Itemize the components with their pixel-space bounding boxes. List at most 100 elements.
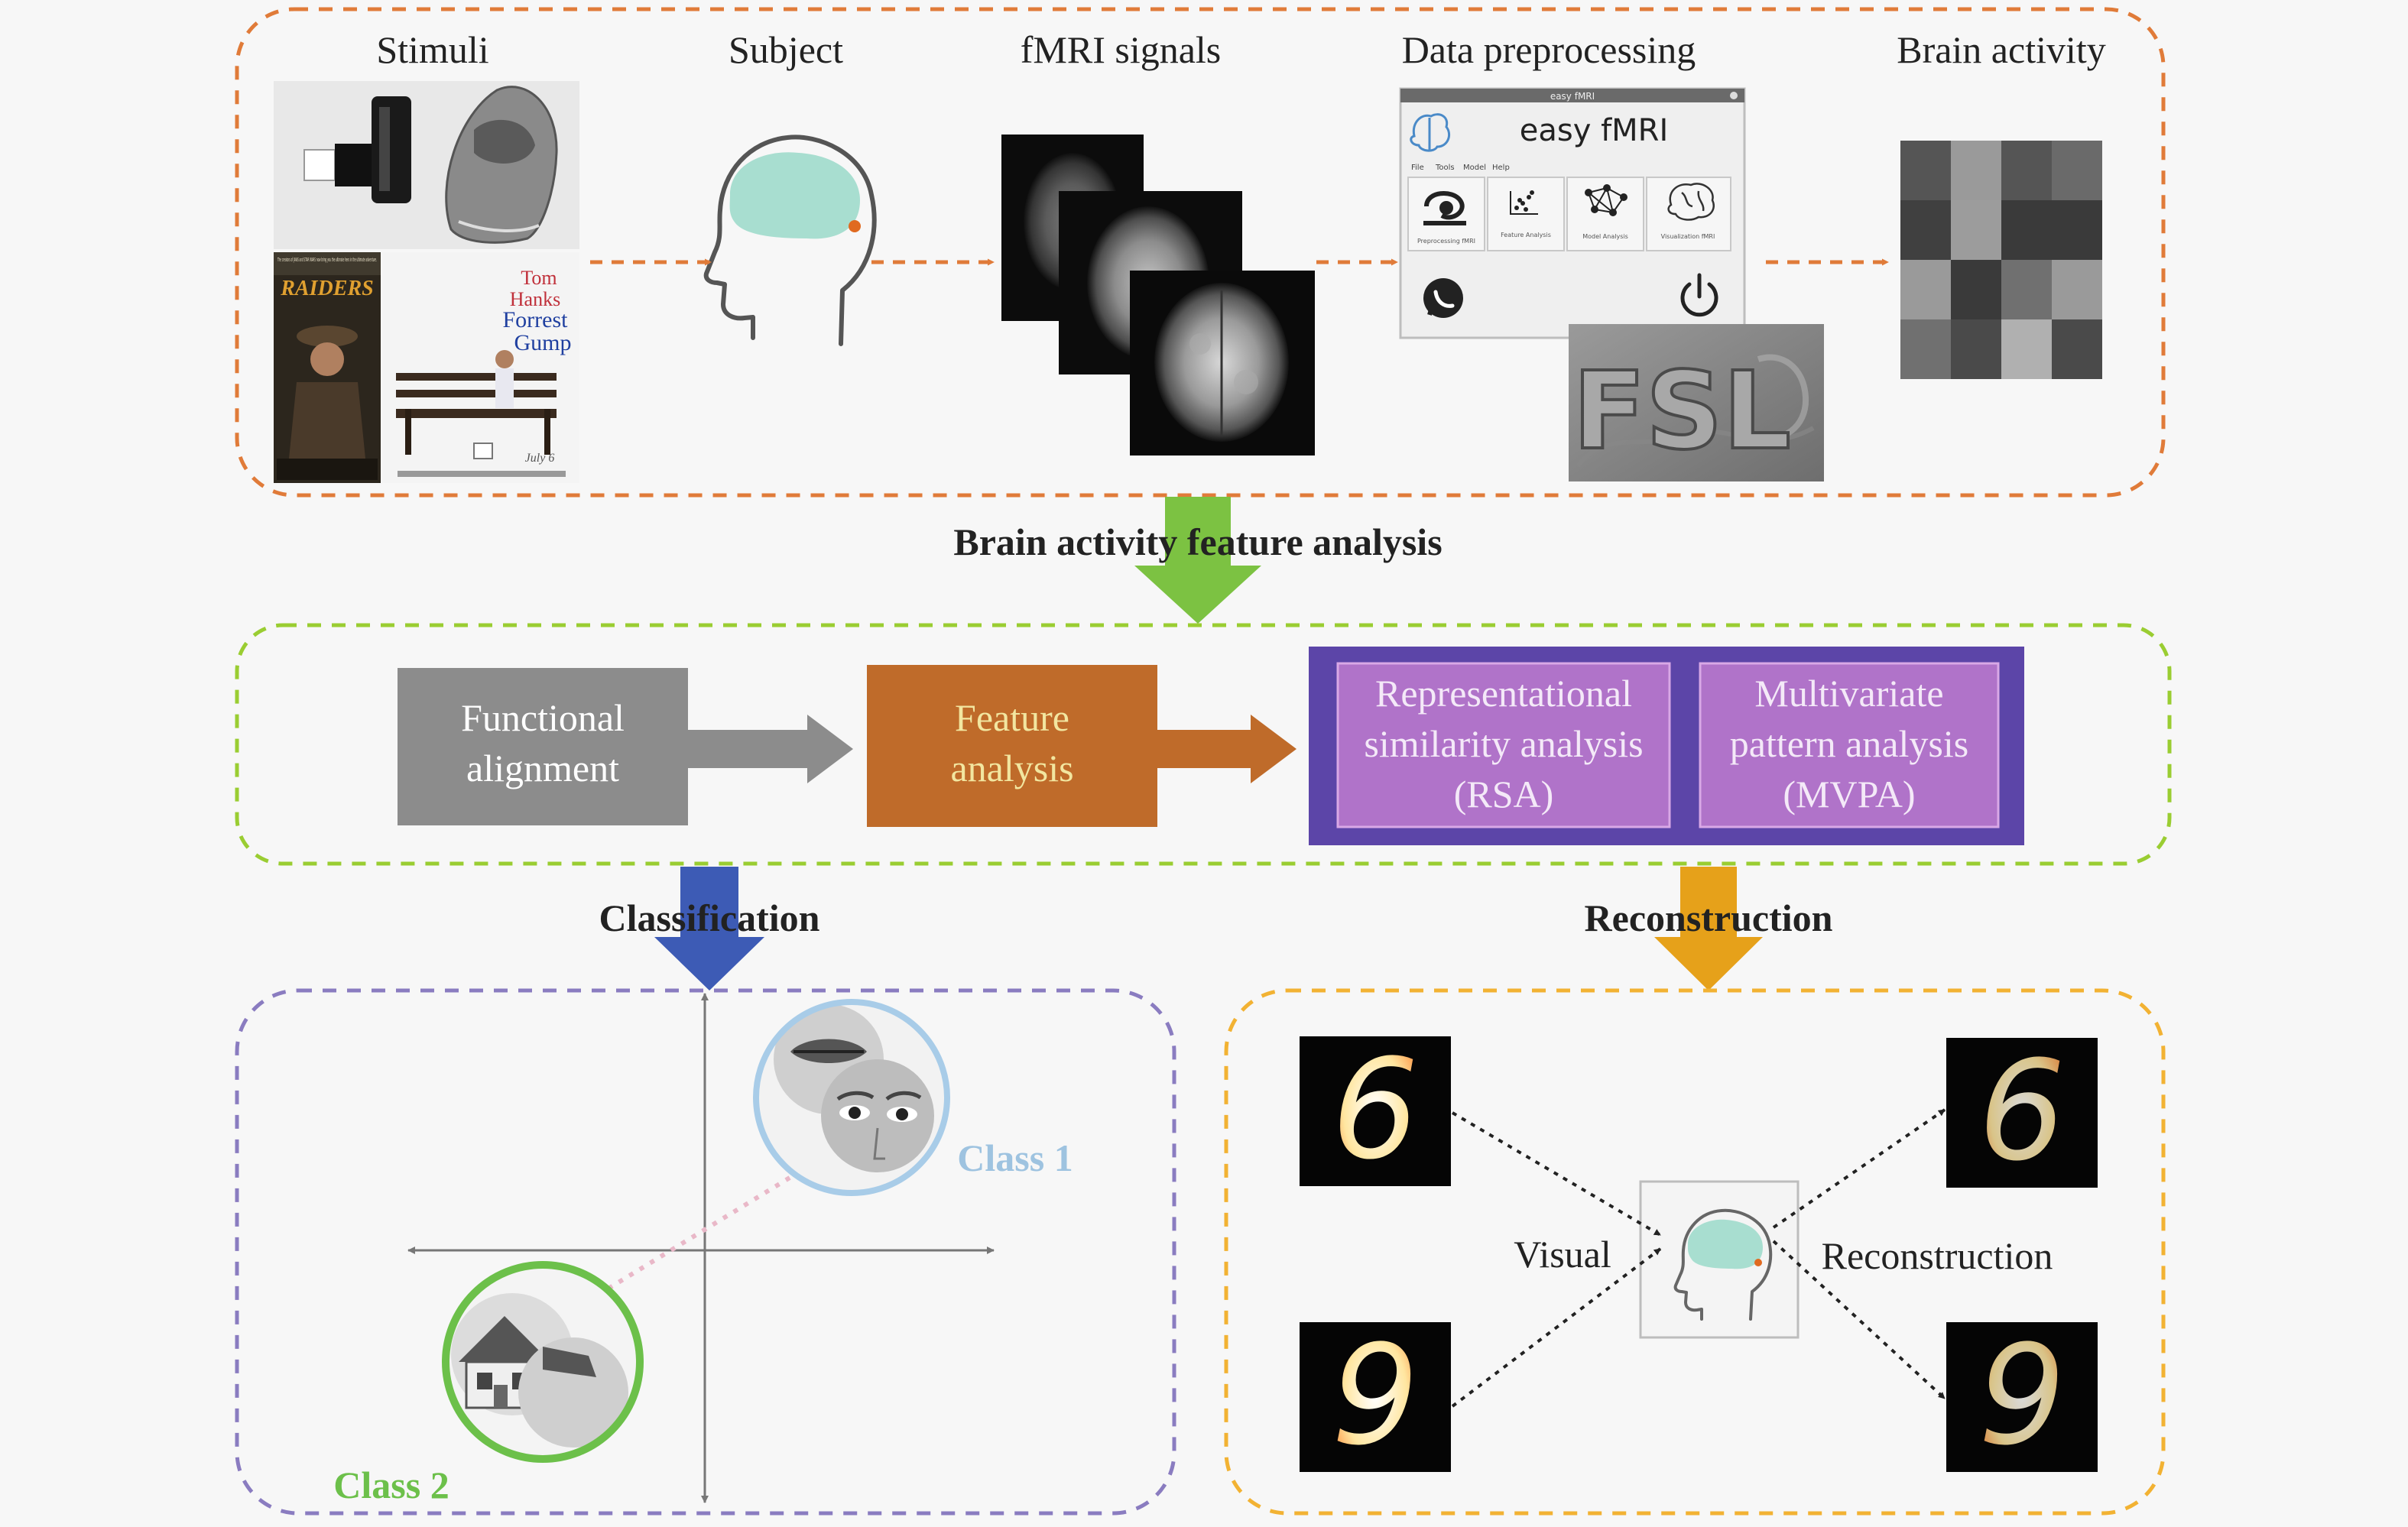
class1-label: Class 1 <box>957 1136 1073 1179</box>
tool-model-analysis-button[interactable]: Model Analysis <box>1566 177 1644 251</box>
subject-head-icon <box>703 135 877 346</box>
mvpa-line1: Multivariate <box>1754 672 1943 715</box>
data-preprocessing-label: Data preprocessing <box>1402 28 1696 71</box>
reconstruction-label: Reconstruction <box>1822 1234 2053 1277</box>
input-digit-6: 6 <box>1300 1030 1451 1190</box>
camera-object <box>303 96 411 203</box>
tool-visualization-label: Visualization fMRI <box>1661 233 1715 240</box>
tool-feature-analysis-button[interactable]: Feature Analysis <box>1487 177 1565 251</box>
functional-alignment-line1: Functional <box>461 696 625 739</box>
brain-tool-icon <box>1667 183 1715 221</box>
window-title: easy fMRI <box>1550 91 1595 102</box>
menu-help[interactable]: Help <box>1492 164 1510 172</box>
network-tool-icon <box>1585 184 1628 216</box>
forrest-poster-line1: Tom <box>521 267 557 289</box>
input-digit-6-text: 6 <box>1332 1030 1420 1190</box>
tool-preprocessing-label: Preprocessing fMRI <box>1417 238 1475 245</box>
functional-alignment-box: Functional alignment <box>398 668 688 825</box>
class1-ring <box>753 999 950 1196</box>
easy-fmri-title: easy fMRI <box>1520 113 1669 148</box>
forrest-poster-line2: Hanks <box>510 288 560 310</box>
menu-file[interactable]: File <box>1411 164 1424 172</box>
raiders-tagline: The creators of JAWS and STAR WARS now b… <box>277 257 377 263</box>
reconstructed-digit-9: 9 <box>1946 1316 2098 1476</box>
whatsapp-icon[interactable] <box>1423 278 1463 318</box>
brain-activity-matrix <box>1900 141 2102 379</box>
reconstruction-brain-icon <box>1687 1219 1763 1269</box>
down-arrow-feature-analysis <box>1134 497 1261 624</box>
reconstructed-digit-9-text: 9 <box>1978 1316 2066 1476</box>
functional-alignment-line2: alignment <box>466 747 619 789</box>
reconstruction-subject-card <box>1639 1180 1800 1339</box>
fsl-logo: FSL <box>1569 324 1824 481</box>
brain-icon <box>1410 113 1450 152</box>
fmri-signals-label: fMRI signals <box>1021 28 1222 71</box>
class2-cluster <box>442 1261 644 1463</box>
reconstruction-head-icon <box>1673 1208 1773 1321</box>
subject-brain-icon <box>729 152 860 239</box>
class2-ring <box>442 1261 644 1463</box>
classification-panel: Class 1 Class 2 <box>235 988 1176 1516</box>
mvpa-box: Multivariate pattern analysis (MVPA) <box>1699 662 2000 828</box>
activity-cell <box>1951 260 2001 319</box>
brain-activity-label: Brain activity <box>1897 28 2106 71</box>
menu-tools[interactable]: Tools <box>1435 164 1455 172</box>
arrow-subject-to-recon6 <box>1772 1108 1946 1229</box>
feature-analysis-box: Feature analysis <box>867 665 1157 827</box>
classification-heading: Classification <box>599 896 820 939</box>
tool-model-analysis-label: Model Analysis <box>1582 233 1628 240</box>
easy-fmri-window: easy fMRI easy fMRI File Tools Model Hel… <box>1399 87 1746 339</box>
window-titlebar <box>1400 89 1744 102</box>
feature-analysis-heading: Brain activity feature analysis <box>953 520 1442 563</box>
reconstruction-panel: 6 9 6 9 Visual Reconstruction <box>1224 988 2166 1516</box>
window-close-icon[interactable] <box>1730 92 1738 99</box>
feature-analysis-line1: Feature <box>955 696 1069 739</box>
activity-cell <box>1951 319 2001 379</box>
face-eyes-image <box>821 1059 934 1172</box>
activity-cell <box>1951 200 2001 260</box>
mvpa-line3: (MVPA) <box>1783 773 1915 815</box>
menu-model[interactable]: Model <box>1463 164 1486 172</box>
arrow-digit6-to-subject <box>1451 1111 1662 1237</box>
rsa-line1: Representational <box>1375 672 1632 715</box>
feature-analysis-line2: analysis <box>950 747 1073 789</box>
stimuli-label: Stimuli <box>376 28 488 71</box>
rsa-line2: similarity analysis <box>1364 722 1643 765</box>
activity-cell <box>2052 319 2102 379</box>
mvpa-line2: pattern analysis <box>1730 722 1968 765</box>
class-link-dotted <box>544 1144 842 1329</box>
forrest-gump-poster: Tom Hanks Forrest Gump July 6 <box>382 252 579 483</box>
tool-visualization-button[interactable]: Visualization fMRI <box>1646 177 1731 251</box>
scatter-tool-icon <box>1510 190 1538 215</box>
activity-cell <box>1951 141 2001 200</box>
fmri-slices <box>1001 135 1315 456</box>
analysis-methods-group: Representational similarity analysis (RS… <box>1309 647 2024 845</box>
acquisition-panel: Stimuli Subject fMRI signals Data prepro… <box>235 7 2166 498</box>
activity-cell <box>1900 260 1951 319</box>
activity-cell <box>2001 200 2052 260</box>
arrow-feature-to-methods <box>1157 715 1296 783</box>
activity-cell <box>2052 260 2102 319</box>
arrow-subject-to-recon9 <box>1772 1240 1946 1400</box>
tool-preprocessing-button[interactable]: Preprocessing fMRI <box>1407 177 1485 251</box>
fsl-logo-text: FSL <box>1572 349 1791 474</box>
input-digit-9: 9 <box>1300 1316 1451 1476</box>
class1-cluster <box>753 999 950 1196</box>
building-image <box>518 1337 628 1448</box>
subject-label: Subject <box>729 28 843 71</box>
forrest-poster-line3: Forrest <box>503 307 569 332</box>
reconstruction-heading: Reconstruction <box>1585 896 1833 939</box>
activity-cell <box>1900 200 1951 260</box>
forrest-poster-date: July 6 <box>525 452 555 465</box>
down-arrow-classification <box>654 867 764 990</box>
raiders-title: RAIDERS <box>280 277 373 300</box>
tool-feature-analysis-label: Feature Analysis <box>1501 232 1551 238</box>
down-arrow-reconstruction <box>1654 867 1763 990</box>
rsa-line3: (RSA) <box>1454 773 1554 815</box>
input-digit-9-text: 9 <box>1332 1316 1420 1476</box>
power-icon[interactable] <box>1680 273 1718 317</box>
feature-analysis-panel: Functional alignment Feature analysis Re… <box>235 623 2172 866</box>
app-menu-bar: File Tools Model Help <box>1411 164 1510 172</box>
wave-logo-icon <box>1423 190 1466 225</box>
